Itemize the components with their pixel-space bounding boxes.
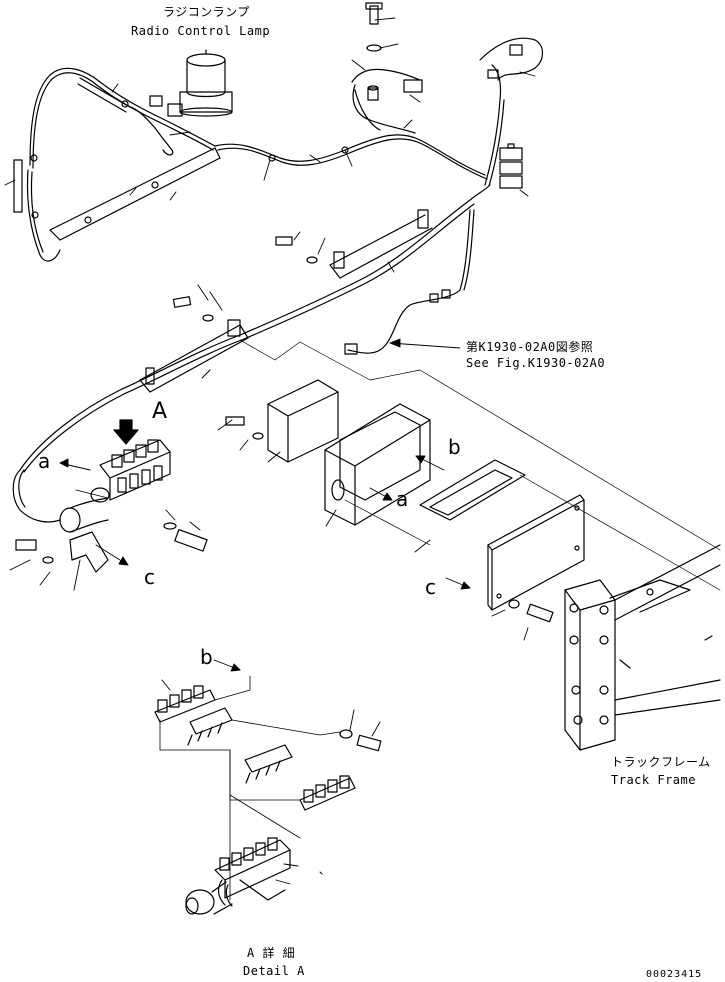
radio-lamp-label-en: Radio Control Lamp xyxy=(131,24,271,38)
track-frame-label-jp: トラックフレーム xyxy=(611,755,711,769)
upper-harness xyxy=(13,2,544,262)
radio-lamp-label-jp: ラジコンランプ xyxy=(163,5,250,19)
reference-label-jp: 第K1930-02A0図参照 xyxy=(466,340,594,354)
view-marker-a: A xyxy=(152,399,168,424)
radio-lamp xyxy=(179,49,233,117)
relay-block-upper xyxy=(99,419,171,501)
reference-label-en: See Fig.K1930-02A0 xyxy=(466,356,606,370)
callout-c-gasket: c xyxy=(425,575,436,599)
callout-c-left: c xyxy=(144,565,155,589)
track-frame xyxy=(564,544,721,751)
callout-b-detail: b xyxy=(200,645,213,669)
callout-a-left: a xyxy=(38,449,51,473)
drawing-number: 00023415 xyxy=(646,969,703,980)
callout-b-box: b xyxy=(448,435,461,459)
detail-a-drawing xyxy=(154,659,382,915)
detail-a-label-jp: A 詳 細 xyxy=(247,946,296,960)
detail-a-label-en: Detail A xyxy=(243,964,305,978)
track-frame-label-en: Track Frame xyxy=(611,773,696,787)
middle-harness xyxy=(12,184,491,573)
callout-a-box: a xyxy=(396,487,409,511)
leader-lines xyxy=(4,17,721,641)
relay-box xyxy=(267,379,585,623)
